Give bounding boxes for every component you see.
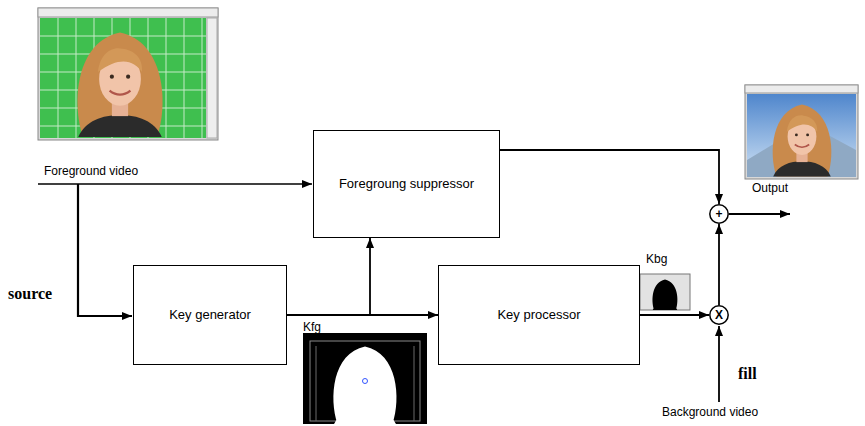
person <box>77 33 162 137</box>
center-marker <box>363 379 368 384</box>
signal-label: source <box>8 284 52 303</box>
foreground-frame <box>38 8 218 140</box>
node-text: Key processor <box>497 307 580 323</box>
signal-label: Output <box>752 181 788 195</box>
signal-label: Kfg <box>303 320 321 334</box>
junction-outline <box>710 205 728 223</box>
window-frame <box>38 8 218 140</box>
person <box>773 105 832 177</box>
key-ground <box>640 274 690 310</box>
green-screen <box>40 18 206 138</box>
title-bar <box>38 8 218 17</box>
summing-junction: + <box>709 204 729 224</box>
signal-label: Kbg <box>646 252 667 266</box>
signal-connector <box>287 238 370 315</box>
window-frame <box>745 85 858 179</box>
background-sky <box>747 94 856 177</box>
title-bar <box>745 85 858 93</box>
signal-label: fill <box>738 364 757 383</box>
node-text: Key generator <box>169 307 251 323</box>
process-box: Key processor <box>438 265 640 365</box>
signal-connector <box>500 150 719 204</box>
node-text: X <box>715 309 723 321</box>
multiplier-junction: X <box>709 305 729 325</box>
signal-connector <box>640 314 709 316</box>
key-ground <box>303 333 427 424</box>
node-text: Foregroung suppressor <box>339 176 474 192</box>
grid <box>40 18 206 138</box>
signal-label: Foreground video <box>44 164 138 178</box>
signal-wire <box>718 326 720 402</box>
foreground-key-image <box>303 333 427 424</box>
signal-wire <box>78 184 132 316</box>
key-silhouette <box>653 279 678 310</box>
signal-connector <box>287 314 438 316</box>
junction-outline <box>710 306 728 324</box>
signal-wire <box>729 213 790 215</box>
process-box: Foregroung suppressor <box>313 130 500 238</box>
node-text: + <box>715 208 722 220</box>
signal-label: Background video <box>662 405 758 419</box>
process-box: Key generator <box>133 265 287 365</box>
signal-connector <box>718 224 720 305</box>
key-silhouette <box>333 347 396 424</box>
scrollbar <box>207 18 217 138</box>
background-key-image <box>640 274 690 310</box>
output-frame <box>745 85 858 179</box>
